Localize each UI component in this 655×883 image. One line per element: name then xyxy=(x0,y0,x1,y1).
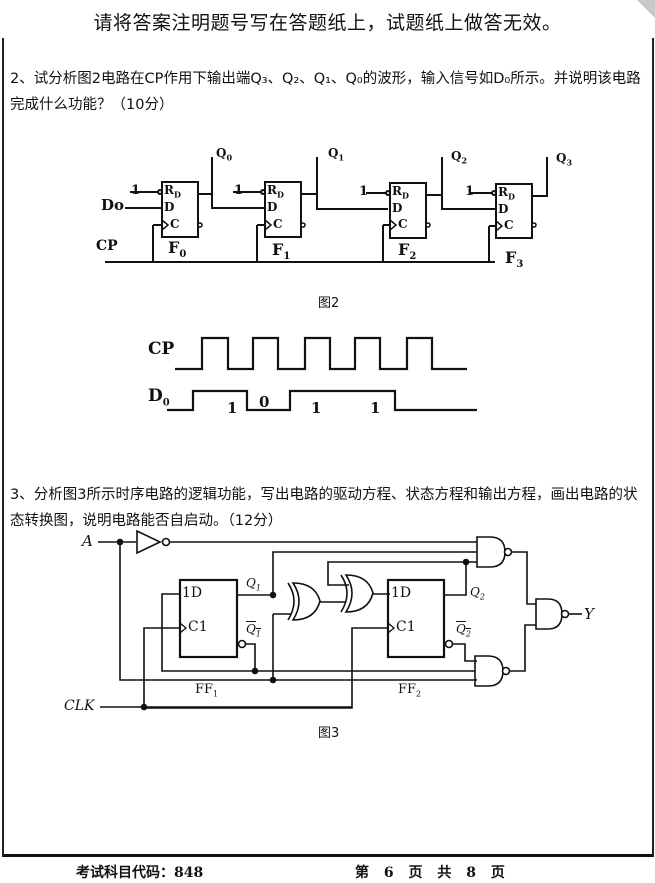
f0-label: F0 xyxy=(168,238,187,261)
subject-code: 考试科目代码：848 xyxy=(76,865,204,881)
d0-bit-1: 1 xyxy=(227,399,238,417)
exam-notice: 请将答案注明题号写在答题纸上，试题纸上做答无效。 xyxy=(93,12,562,34)
d0-input-label: Do xyxy=(101,196,125,214)
f3-label: F3 xyxy=(505,248,524,271)
f3-c-pin: C xyxy=(504,218,514,232)
question-3-text: 3、分析图3所示时序电路的逻辑功能，写出电路的驱动方程、状态方程和输出方程，画出… xyxy=(10,487,638,529)
f1-rd-pin: RD xyxy=(267,183,284,200)
ff1-d-pin: 1D xyxy=(182,585,203,601)
cp-input-label: CP xyxy=(96,238,118,254)
f2-label: F2 xyxy=(398,240,417,263)
ff1-label: FF1 xyxy=(195,682,219,699)
f2-rd-pin: RD xyxy=(392,184,409,201)
ff2-q-label: Q2 xyxy=(470,585,485,602)
f1-d-pin: D xyxy=(267,200,278,214)
d0-bit-4: 1 xyxy=(370,399,381,417)
ff2-label: FF2 xyxy=(398,682,422,699)
ff1-c-pin: C1 xyxy=(188,619,208,635)
ff2-qn-label: Q2 xyxy=(456,622,471,639)
f1-label: F1 xyxy=(272,240,291,263)
f2-reset-value: 1 xyxy=(359,184,369,199)
page-info: 第 6 页 共 8 页 xyxy=(355,865,505,881)
f0-d-pin: D xyxy=(164,200,175,214)
f0-reset-value: 1 xyxy=(131,183,141,198)
q3-output-label: Q3 xyxy=(556,151,573,168)
f0-rd-pin: RD xyxy=(164,183,181,200)
ff1-qn-label: Q1 xyxy=(246,622,261,639)
f2-d-pin: D xyxy=(392,201,403,215)
f1-reset-value: 1 xyxy=(234,183,244,198)
figure-3-caption: 图3 xyxy=(318,726,340,741)
q1-output-label: Q1 xyxy=(328,146,345,163)
d0-bit-3: 1 xyxy=(311,399,322,417)
ff2-c-pin: C1 xyxy=(396,619,416,635)
question-2-text: 2、试分析图2电路在CP作用下输出端Q₃、Q₂、Q₁、Q₀的波形，输入信号如D₀… xyxy=(10,71,641,113)
ff1-q-label: Q1 xyxy=(246,576,261,593)
q2-output-label: Q2 xyxy=(451,149,468,166)
ff2-d-pin: 1D xyxy=(391,585,412,601)
waveform-cp-label: CP xyxy=(148,339,175,359)
f0-c-pin: C xyxy=(170,217,180,231)
clk-input-label: CLK xyxy=(64,698,95,714)
f1-c-pin: C xyxy=(273,217,283,231)
q0-output-label: Q0 xyxy=(216,146,233,163)
f2-c-pin: C xyxy=(398,217,408,231)
f3-reset-value: 1 xyxy=(465,184,475,199)
page-fold-corner xyxy=(637,0,655,18)
waveform-d0-label: D0 xyxy=(148,386,170,409)
f3-rd-pin: RD xyxy=(498,185,515,202)
output-y-label: Y xyxy=(584,605,594,623)
input-a-label: A xyxy=(82,532,93,550)
page-frame xyxy=(2,38,654,857)
d0-bit-2: 0 xyxy=(259,393,270,411)
f3-d-pin: D xyxy=(498,202,509,216)
figure-2-caption: 图2 xyxy=(318,296,340,311)
